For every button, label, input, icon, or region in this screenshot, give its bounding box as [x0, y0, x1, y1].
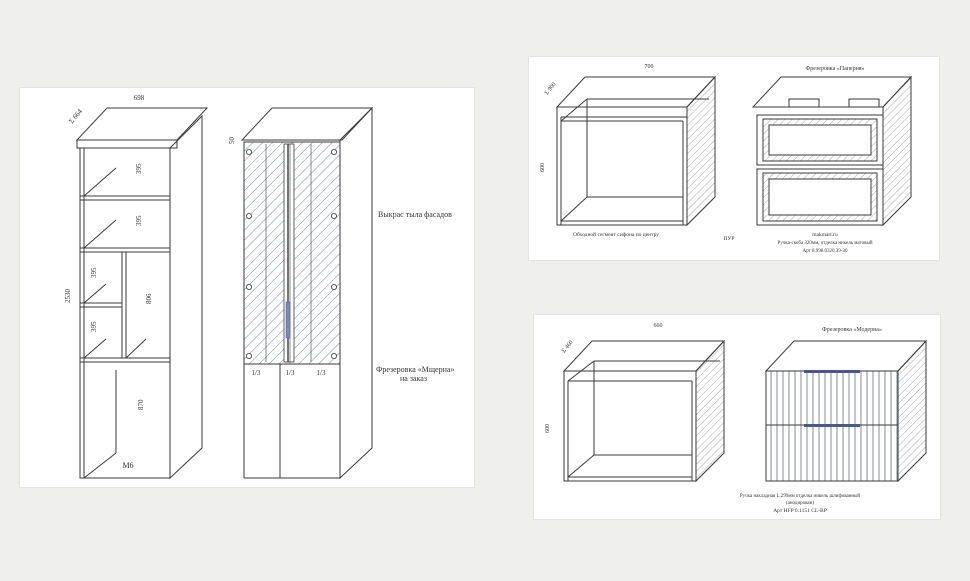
dim-width-660: 660 [654, 323, 663, 329]
cabinet-side [169, 114, 203, 480]
open-carcass [555, 75, 717, 227]
label-m6: M6 [122, 461, 133, 470]
note-milling: Фрезеровка «Мщерна» [376, 365, 454, 374]
note-back-paint: Выкрас тыла фасадов [378, 210, 452, 219]
dim-door-806: 806 [145, 293, 153, 304]
caption-site: makmart.ru [812, 232, 838, 238]
drawer-top [756, 114, 884, 166]
handle-top [804, 370, 860, 373]
split-label-b: 1/3 [286, 369, 295, 377]
caption-art-2: Арт HFP 0.1151 CL-BP [773, 508, 827, 514]
drawer-bottom [756, 168, 884, 226]
handle-bottom [804, 424, 860, 427]
cabinet-top-front [76, 139, 178, 149]
facade-cabinet-top [240, 107, 374, 141]
drawing-sheet-base-cabinet-moderna: 660 Σ 460 600 Фрезеровка «Модерна» Ручка… [534, 315, 940, 519]
caption-handle-2: Ручка накладная L.299мм отделка никель ш… [740, 494, 861, 499]
dim-width-698: 698 [134, 94, 145, 102]
facade-tall-cabinet: 50 1/3 1/3 1/3 [228, 106, 374, 480]
split-label-c: 1/3 [317, 369, 326, 377]
caption-handle: Ручка-скоба 320мм, отделка никель матовы… [777, 241, 872, 246]
dim-lower-870: 870 [137, 399, 145, 410]
drawing-sheet-tall-cabinet: 698 Σ 664 2530 395 395 395 395 806 870 M… [20, 88, 474, 487]
cabinet-top [75, 107, 209, 141]
dim-top-50: 50 [228, 137, 236, 145]
dim-height-2530: 2530 [64, 289, 72, 304]
caption-art: Арт 8.998.0320.39-30 [803, 249, 848, 254]
note-order: на заказ [400, 374, 427, 383]
title-paperna: Фрезеровка «Паперня» [805, 66, 864, 72]
open-tall-cabinet: 698 Σ 664 2530 395 395 395 395 806 870 M… [64, 94, 209, 480]
caption-handle-2b: (анодирован) [786, 501, 814, 506]
facade-handle [285, 301, 291, 339]
dim-depth-900: Σ 900 [544, 82, 558, 97]
drawer-carcass [751, 75, 913, 227]
dim-shelf-395-d: 395 [90, 321, 98, 332]
open-carcass-2 [562, 339, 726, 483]
facade-cabinet-side [339, 106, 373, 480]
dim-height-600-b: 600 [545, 424, 551, 433]
dim-shelf-395-a: 395 [135, 163, 143, 174]
title-moderna: Фрезеровка «Модерна» [822, 327, 882, 333]
moderna-carcass [764, 339, 928, 483]
tall-cabinet-drawing: 698 Σ 664 2530 395 395 395 395 806 870 M… [64, 94, 454, 480]
caption-pur: ПУР [724, 236, 735, 242]
caption-siphon: Обходной сегмент сифона по центру [573, 231, 659, 238]
dim-depth-664: Σ 664 [67, 107, 84, 125]
dim-depth-460: Σ 460 [561, 340, 575, 355]
dim-height-600: 600 [540, 163, 546, 172]
base-cabinet-moderna-drawing: 660 Σ 460 600 Фрезеровка «Модерна» Ручка… [545, 323, 928, 514]
dim-width-700: 700 [645, 64, 654, 70]
dim-shelf-395-c: 395 [90, 267, 98, 278]
split-label-a: 1/3 [252, 369, 261, 377]
cabinet-front-frame [79, 147, 171, 479]
base-cabinet-drawers-drawing: 700 Σ 900 600 Фрезеровка «Паперня» Обход… [540, 64, 913, 254]
dim-shelf-395-b: 395 [135, 215, 143, 226]
drawing-sheet-base-cabinet-drawers: 700 Σ 900 600 Фрезеровка «Паперня» Обход… [529, 57, 939, 260]
